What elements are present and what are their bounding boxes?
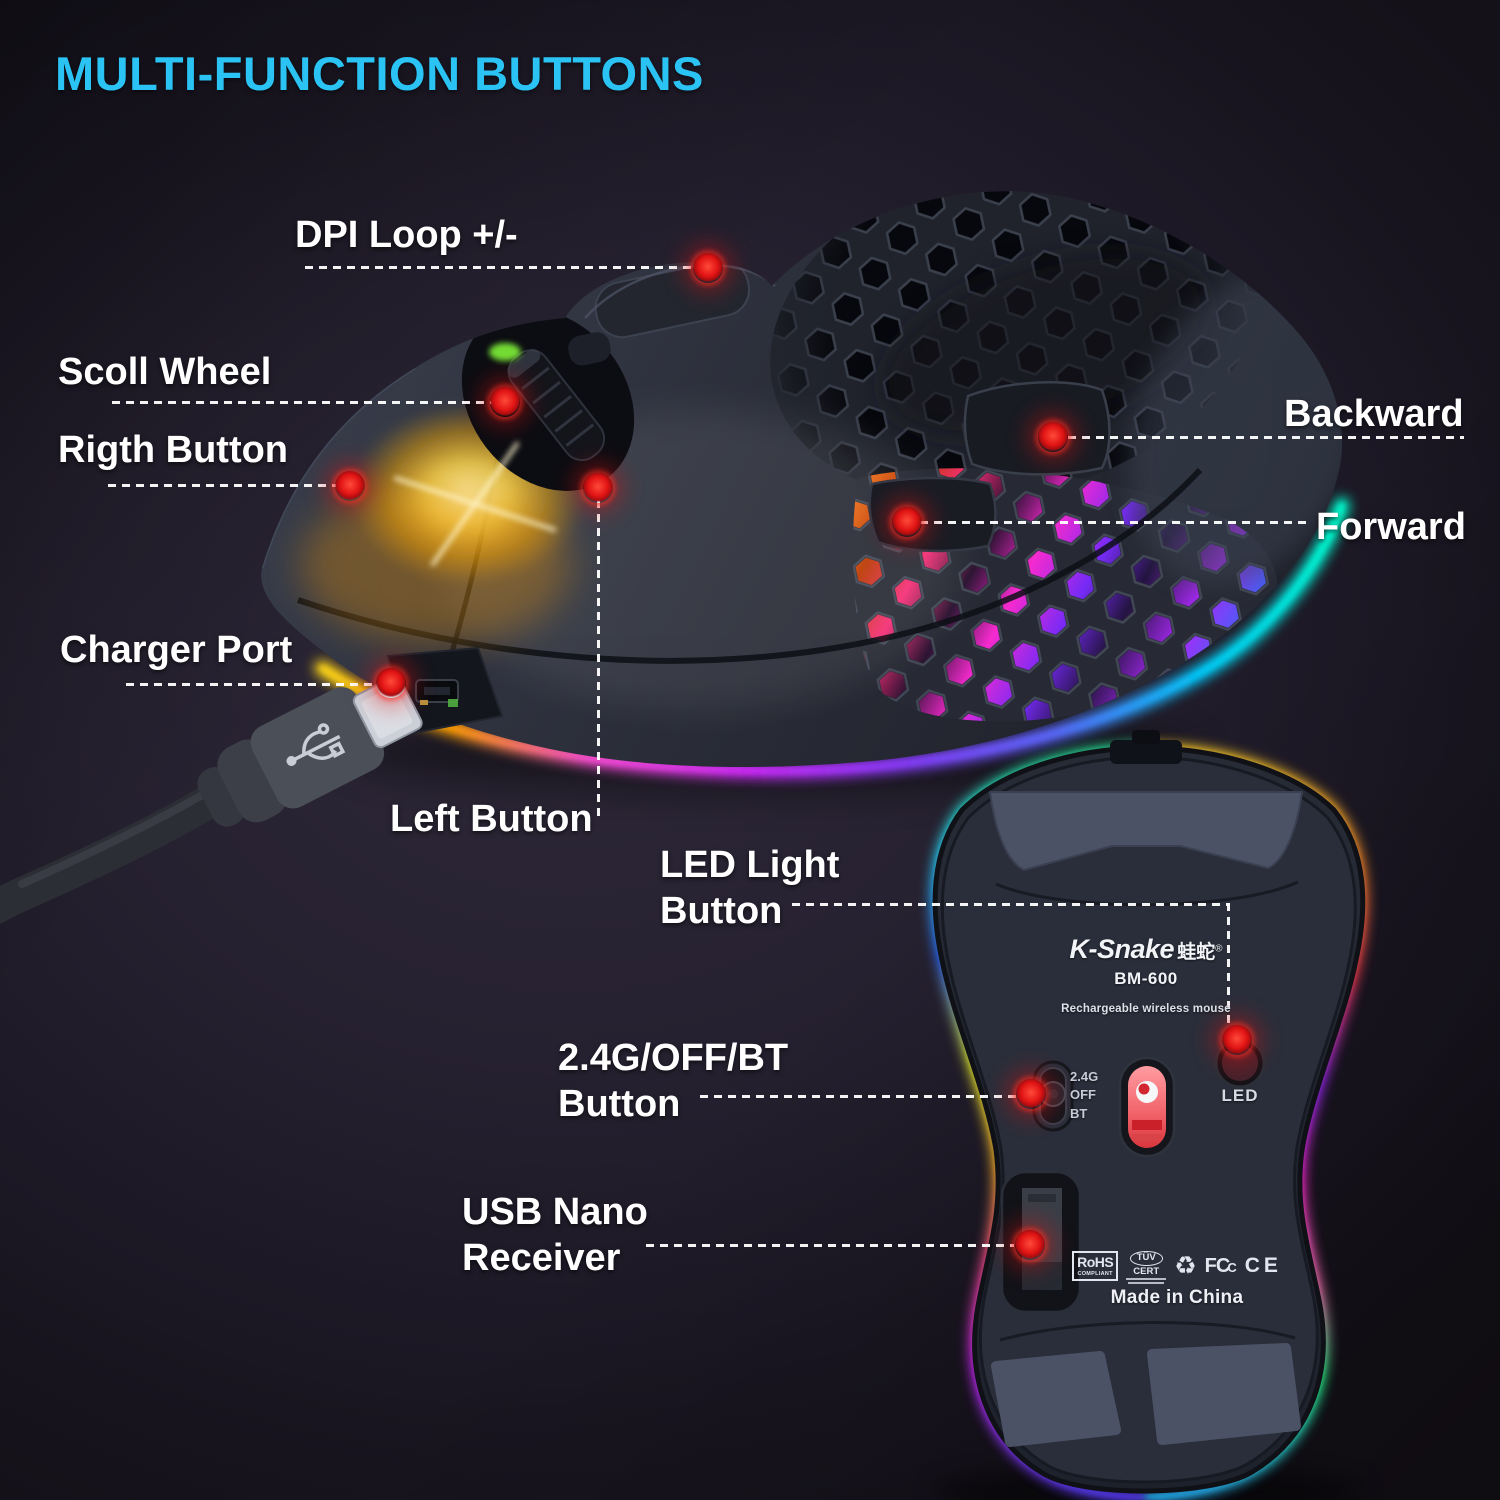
- certification-marks: RoHS COMPLIANT TÜV CERT ♻ FCC CE: [1062, 1243, 1292, 1289]
- usb-plug: [197, 675, 423, 827]
- callout-line-led-h: [792, 903, 1230, 906]
- callout-line-dpi: [305, 266, 695, 269]
- made-in-label: Made in China: [1110, 1287, 1244, 1308]
- callout-label-dpi: DPI Loop +/-: [295, 214, 518, 256]
- callout-dot-charger-port: [376, 668, 406, 698]
- led-button-label: LED: [1221, 1086, 1259, 1105]
- model-number: BM-600: [1114, 969, 1178, 988]
- callout-label-backward: Backward: [1284, 393, 1464, 435]
- callout-line-scroll-wheel: [112, 401, 492, 404]
- callout-line-right-button: [108, 484, 336, 487]
- bottom-mouse: [930, 730, 1368, 1500]
- callout-line-usb-receiver: [646, 1244, 1014, 1247]
- callout-label-charger-port: Charger Port: [60, 629, 293, 671]
- power-switch: [1118, 1056, 1176, 1158]
- page-title: MULTI-FUNCTION BUTTONS: [55, 47, 704, 100]
- callout-label-left-button: Left Button: [390, 798, 593, 840]
- top-clip-notch: [1110, 740, 1182, 764]
- glide-pad-bottom-left: [991, 1351, 1121, 1447]
- glide-pad-bottom-right: [1147, 1343, 1301, 1445]
- callout-dot-scroll-wheel: [490, 387, 520, 417]
- callout-line-left-button: [597, 500, 600, 822]
- thumb-groove: [881, 250, 1209, 440]
- callout-label-led-light: LED Light Button: [660, 844, 840, 932]
- callout-dot-led: [1222, 1025, 1252, 1055]
- glide-pad-top: [989, 791, 1303, 871]
- callout-dot-dpi: [693, 253, 723, 283]
- callout-label-mode-switch: 2.4G/OFF/BT Button: [558, 1037, 789, 1125]
- callout-line-mode-switch: [700, 1095, 1016, 1098]
- recycle-icon: ♻: [1174, 1251, 1197, 1280]
- callout-dot-forward: [892, 507, 922, 537]
- edge-highlight-left: [261, 366, 416, 569]
- callout-label-forward: Forward: [1316, 506, 1466, 548]
- panel-arc-bottom: [999, 1321, 1296, 1342]
- switch-option-bt: BT: [1070, 1106, 1088, 1121]
- brand-name-cn: 蛙蛇: [1177, 942, 1216, 963]
- callout-dot-mode-switch: [1016, 1079, 1046, 1109]
- trademark-symbol: ®: [1215, 943, 1223, 955]
- callout-dot-backward: [1038, 422, 1068, 452]
- callout-dot-right-button: [335, 471, 365, 501]
- mode-switch: [1032, 1060, 1074, 1132]
- callout-dot-usb-receiver: [1015, 1230, 1045, 1260]
- tuv-fine-print-line: [1128, 1281, 1165, 1284]
- usb-trident-icon: [286, 723, 346, 766]
- switch-option-2-4g: 2.4G: [1070, 1069, 1099, 1084]
- tuv-fine-print-line: [1126, 1277, 1167, 1280]
- usb-cable: [0, 675, 423, 924]
- rohs-mark: RoHS COMPLIANT: [1072, 1251, 1119, 1281]
- callout-line-led-v: [1227, 903, 1230, 1025]
- callout-label-scroll-wheel: Scoll Wheel: [58, 351, 272, 393]
- callout-label-right-button: Rigth Button: [58, 429, 289, 471]
- brand-name: K-Snake: [1069, 934, 1175, 964]
- callout-label-usb-receiver: USB Nano Receiver: [462, 1191, 648, 1279]
- shell-highlight-right: [1128, 275, 1343, 585]
- ce-mark: CE: [1244, 1254, 1282, 1277]
- callout-line-backward: [1068, 436, 1464, 439]
- tuv-mark: TÜV CERT: [1126, 1248, 1167, 1284]
- fcc-mark: FCC: [1204, 1254, 1237, 1277]
- side-button-forward: [868, 476, 997, 553]
- callout-dot-left-button: [583, 473, 613, 503]
- flare: [393, 441, 557, 567]
- product-subtitle: Rechargeable wireless mouse: [1061, 1003, 1231, 1015]
- wheel-led-glint: [489, 343, 521, 361]
- callout-line-forward: [920, 521, 1312, 524]
- switch-option-off: OFF: [1070, 1087, 1096, 1102]
- side-button-backward: [963, 381, 1111, 476]
- callout-line-charger-port: [126, 683, 376, 686]
